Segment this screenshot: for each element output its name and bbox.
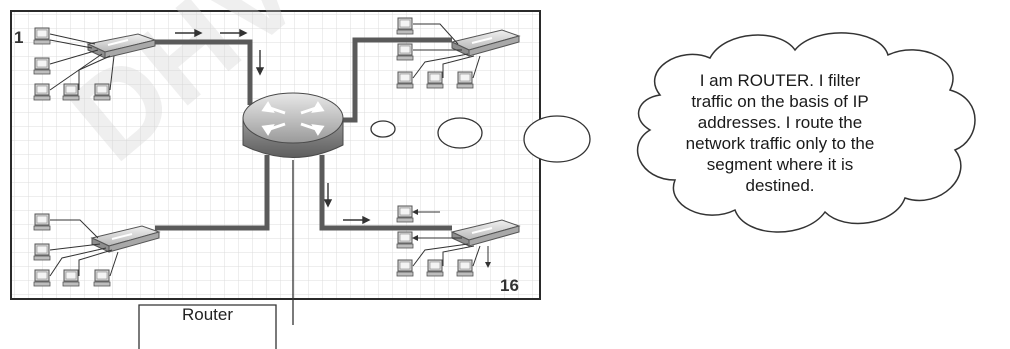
pc-group-top-right — [396, 17, 481, 89]
pc-group-bottom-right — [396, 205, 491, 277]
label-host-1: 1 — [14, 28, 23, 47]
callout-line: traffic on the basis of IP — [691, 92, 869, 111]
pc-group-bottom-left — [33, 213, 119, 287]
label-host-16: 16 — [500, 276, 519, 295]
router-label: Router — [181, 305, 234, 324]
switch-bottom-right — [450, 219, 521, 247]
cable-bottom-right — [319, 155, 452, 231]
callout-line: I am ROUTER. I filter — [699, 71, 861, 90]
thought-bubble-small — [370, 120, 396, 138]
cable-bottom-left — [155, 155, 270, 231]
callout-line: network traffic only to the — [685, 134, 875, 153]
switch-bottom-left — [90, 225, 161, 253]
switch-top-right — [450, 29, 521, 57]
callout-text: I am ROUTER. I filter traffic on the bas… — [660, 70, 900, 196]
thought-bubble-large — [523, 115, 591, 163]
router-label-box — [138, 304, 277, 349]
cable-top-left — [150, 39, 253, 105]
cloud-callout — [636, 32, 976, 233]
cable-group — [150, 37, 452, 231]
callout-line: addresses. I route the — [697, 113, 863, 132]
callout-line: destined. — [745, 176, 815, 195]
cable-top-right — [340, 37, 452, 123]
callout-line: segment where it is — [706, 155, 854, 174]
traffic-arrows — [175, 28, 371, 225]
pc-group-top-left — [33, 27, 115, 101]
thought-bubble-medium — [437, 117, 483, 149]
router-icon — [242, 92, 344, 158]
